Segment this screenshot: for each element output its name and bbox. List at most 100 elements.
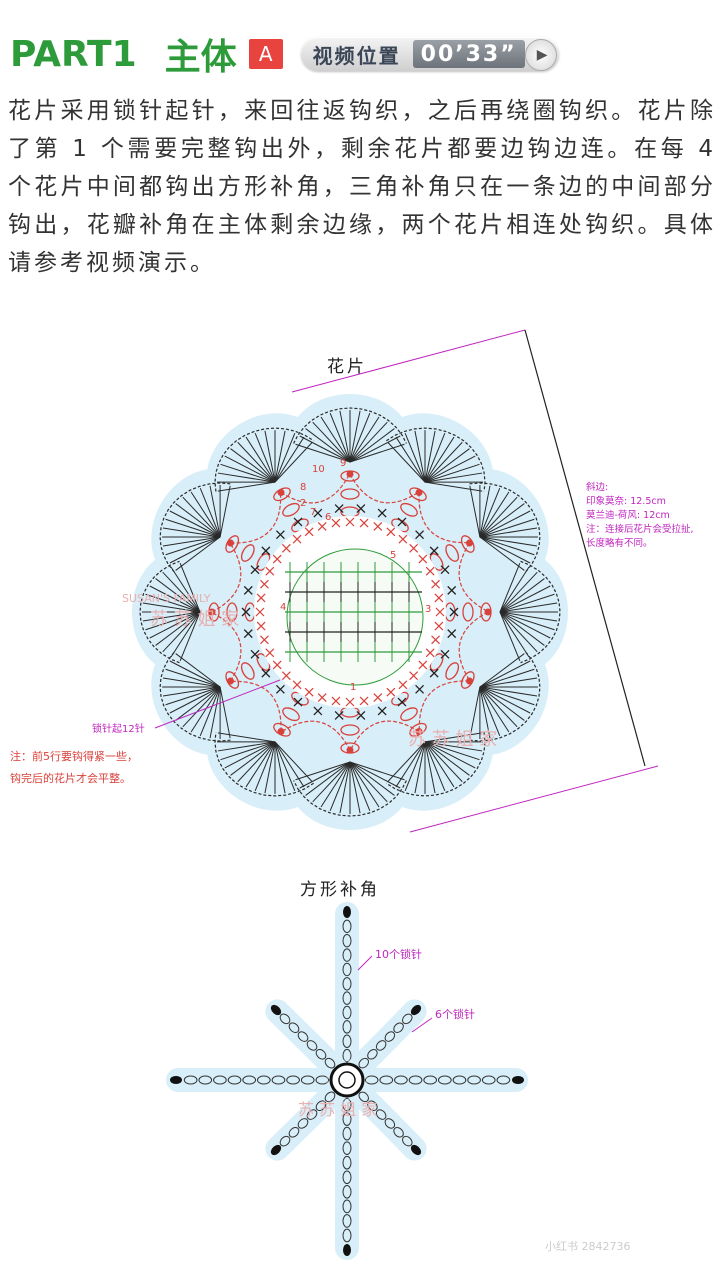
- fan-stitch: [499, 593, 555, 613]
- chain-stitch: [342, 1020, 352, 1034]
- fan-stitch: [499, 602, 558, 613]
- fan-stitch: [424, 472, 483, 483]
- fan-stitch: [349, 421, 388, 463]
- x-stitch: [272, 660, 282, 670]
- fan-stitch: [170, 611, 201, 658]
- fan-stitch: [182, 686, 221, 728]
- x-stitch: [265, 566, 275, 576]
- fan-stitch: [274, 441, 313, 483]
- fan-stitch: [479, 668, 535, 688]
- watermark-text: 苏 苏 姐 家: [298, 1100, 377, 1119]
- fan-stitch: [349, 761, 401, 789]
- petal: [214, 427, 314, 533]
- play-icon[interactable]: ▶: [524, 39, 557, 71]
- fan-stitch: [349, 428, 395, 463]
- fan-stitch: [175, 653, 221, 688]
- fan-stitch: [179, 562, 201, 613]
- video-position-pill[interactable]: 视频位置 00’33” ▶: [300, 37, 559, 71]
- chain-stitch: [342, 1184, 352, 1199]
- fan-stitch: [479, 686, 525, 721]
- chain-stitch: [342, 991, 352, 1005]
- fan-stitch: [169, 510, 221, 538]
- chain-loop: [211, 543, 242, 613]
- chain-stitch: [358, 1057, 369, 1069]
- petal: [386, 427, 486, 533]
- watermark-text: SUSAN'S FAMILY: [122, 592, 211, 605]
- x-stitch: [275, 684, 285, 694]
- arm-end: [270, 1144, 282, 1156]
- chain-oval: [240, 662, 255, 680]
- fan-stitch: [349, 761, 380, 808]
- chain-loop: [349, 720, 420, 751]
- arm-end: [512, 1076, 524, 1084]
- chain-stitch: [367, 1100, 378, 1111]
- fan-stitch: [424, 433, 446, 483]
- petal: [293, 407, 407, 518]
- fan-stitch: [424, 455, 476, 483]
- label-pointer: [357, 955, 373, 971]
- tension-note: 注：前5行要钩得紧一些，: [10, 749, 138, 763]
- fan-stitch: [245, 436, 276, 483]
- x-stitch: [377, 706, 387, 716]
- x-stitch: [397, 517, 407, 527]
- fan-stitch: [220, 741, 276, 761]
- fan-stitch: [424, 430, 436, 483]
- fan-stitch: [182, 496, 221, 538]
- chain-stitch: [183, 1075, 198, 1085]
- chain-stitch: [467, 1075, 481, 1085]
- fan-stitch: [219, 485, 231, 538]
- fan-stitch: [199, 487, 221, 538]
- guide-line-top: [291, 329, 526, 393]
- petal: [159, 482, 271, 573]
- fan-stitch: [230, 741, 276, 776]
- x-stitch: [398, 534, 408, 544]
- arm-right-fill: [347, 1068, 528, 1092]
- fan-stitch: [479, 677, 538, 688]
- round-label: 2: [300, 498, 306, 509]
- fan-stitch: [479, 653, 525, 688]
- fan-stitch: [169, 660, 221, 688]
- x-stitch: [415, 684, 425, 694]
- fan-stitch: [479, 536, 525, 571]
- chain-oval: [445, 662, 460, 680]
- round-label: 6: [325, 512, 331, 523]
- x-stitch: [415, 530, 425, 540]
- fan-stitch: [295, 761, 351, 781]
- center-ring: [329, 1062, 365, 1098]
- fan-stitch: [349, 416, 380, 463]
- chain-oval: [240, 544, 255, 562]
- x-stitch: [255, 607, 265, 617]
- diagonal-measure-line: [524, 329, 646, 767]
- x-stitch: [250, 565, 260, 575]
- fan-stitch: [424, 741, 483, 752]
- x-stitch: [434, 621, 444, 631]
- fan-stitch: [217, 481, 276, 492]
- part-label: PART1: [10, 33, 137, 75]
- fan-stitch: [424, 448, 470, 483]
- x-stitch: [425, 566, 435, 576]
- fan-stitch: [387, 441, 426, 483]
- x-stitch: [409, 543, 419, 553]
- x-stitch: [292, 534, 302, 544]
- chain-stitch: [342, 1228, 352, 1243]
- section-badge: A: [248, 39, 283, 69]
- petal: [159, 651, 271, 742]
- petal: [444, 560, 561, 664]
- chain-stitch: [342, 933, 352, 948]
- chain-stitch: [375, 1109, 387, 1120]
- x-stitch: [409, 671, 419, 681]
- diagonal-note: 注：连接后花片会受拉扯,: [586, 523, 694, 535]
- instructions-text: 花片采用锁针起针，来回往返钩织，之后再绕圈钩织。花片除了第 1 个需要完整钩出外…: [8, 98, 716, 276]
- fan-stitch: [312, 761, 351, 803]
- x-stitch: [293, 517, 303, 527]
- chain-stitch: [384, 1118, 396, 1129]
- fan-stitch: [349, 412, 371, 463]
- fan-stitch: [209, 485, 221, 538]
- chain-stitch: [358, 1091, 369, 1103]
- x-stitch: [425, 648, 435, 658]
- chain-stitch: [402, 1135, 413, 1147]
- fan-stitch: [295, 443, 351, 463]
